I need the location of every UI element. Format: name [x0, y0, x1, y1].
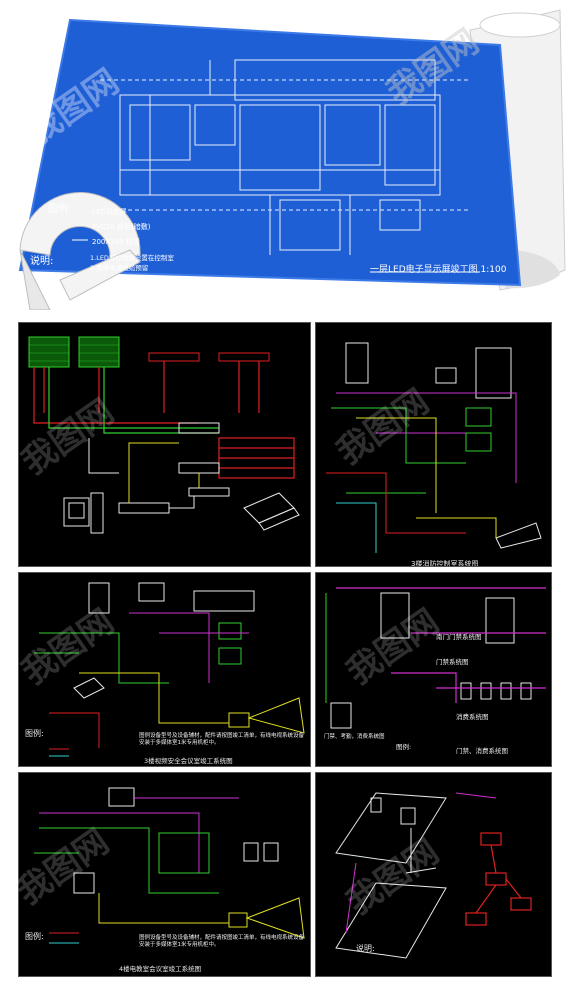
panel-security-system-2: 图例: 图例设备型号及设备辅材，配件请按图竣工清单，有线电视系统设备安装于多媒体… — [18, 572, 311, 767]
blueprint-note-1: 1.LED屏控制器设置在控制室 — [90, 254, 174, 262]
classroom-note: 图例设备型号及设备辅材，配件请按图竣工清单，有线电视系统设备安装于多媒体室1米专… — [139, 935, 305, 948]
access-control-note: 门禁、考勤，消费系统图 — [324, 734, 385, 740]
panel-security-system-1: 3楼消防控制室系统图 — [315, 322, 552, 567]
blueprint-drawing — [18, 9, 566, 310]
blueprint-legend-item-3: 200X100 线槽 — [92, 238, 140, 246]
led-system-diagram — [28, 336, 300, 534]
panel-access-control: 南门门禁系统图 门禁系统图 消费系统图 门禁、考勤，消费系统图 图例: 门禁、消… — [315, 572, 552, 767]
panel-parking-system: 说明: — [315, 772, 552, 977]
security-system-2-note: 图例设备型号及设备辅材，配件请按图竣工清单，有线电视系统设备安装于多媒体室1米专… — [139, 733, 305, 746]
blueprint-note-3: 3.控制线缆经机房交换机(机柜内机柜)，接电线缆通至机房 — [110, 278, 278, 286]
classroom-legend-label: 图例: — [25, 932, 44, 941]
classroom-caption: 4楼电教室会议室竣工系统图 — [119, 965, 202, 973]
panel-classroom-system: 图例: 图例设备型号及设备辅材，配件请按图竣工清单，有线电视系统设备安装于多媒体… — [18, 772, 311, 977]
access-control-diagram — [325, 587, 546, 729]
parking-system-diagram — [335, 792, 532, 959]
blueprint-note-2: 2.屏体电源线缆预留 — [90, 264, 149, 272]
blueprint-notes-label: 说明: — [30, 256, 54, 267]
security-system-2-legend-label: 图例: — [25, 729, 44, 738]
security-system-1-diagram — [326, 342, 542, 553]
access-control-sub-caption-3: 消费系统图 — [456, 713, 489, 721]
security-system-2-caption: 3楼视频安全会议室竣工系统图 — [144, 757, 233, 765]
blueprint-scale: 1:100 — [480, 265, 507, 275]
parking-legend-label: 说明: — [356, 944, 375, 953]
blueprint-legend-item-2: PVC20 线管(暗敷) — [92, 223, 151, 231]
access-control-sub-caption-2: 门禁系统图 — [436, 658, 469, 666]
blueprint-legend-item-1: LED双色屏 — [92, 208, 127, 216]
blueprint-legend-label: 图例: — [48, 204, 72, 215]
classroom-system-diagram — [34, 787, 305, 944]
blueprint-title-text: 一层LED电子显示屏竣工图 — [370, 265, 478, 275]
security-system-1-caption: 3楼消防控制室系统图 — [411, 560, 479, 567]
security-system-2-diagram — [34, 582, 305, 757]
panel-led-system — [18, 322, 311, 567]
access-control-legend-label: 图例: — [396, 743, 412, 751]
blueprint-title: 一层LED电子显示屏竣工图 1:100 — [370, 262, 506, 275]
blueprint-sheet: 图例: LED双色屏 PVC20 线管(暗敷) 200X100 线槽 说明: 1… — [0, 0, 570, 310]
access-control-sub-caption-1: 南门门禁系统图 — [436, 633, 482, 641]
access-control-caption: 门禁、消费系统图 — [456, 747, 508, 755]
